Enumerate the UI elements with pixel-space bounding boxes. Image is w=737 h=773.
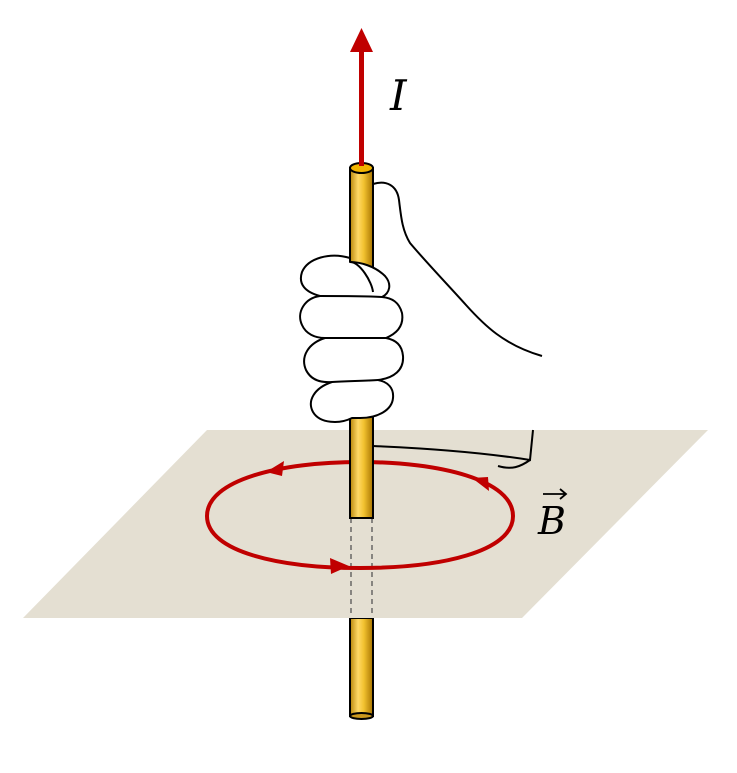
arrow-up-icon (350, 28, 373, 52)
vector-arrow-icon (543, 488, 568, 500)
field-label-group: B (537, 488, 568, 543)
field-arrowhead-right (472, 477, 489, 491)
current-label: I (389, 71, 408, 120)
wire-lower-segment (349, 617, 374, 717)
field-arrowhead-front (330, 558, 349, 574)
field-arrowhead-left (266, 461, 284, 476)
field-label: B (537, 499, 566, 543)
plane-surface (23, 430, 708, 618)
wire-bottom-end (349, 712, 374, 720)
field-loop-front (205, 515, 515, 571)
right-hand-icon (299, 181, 543, 469)
